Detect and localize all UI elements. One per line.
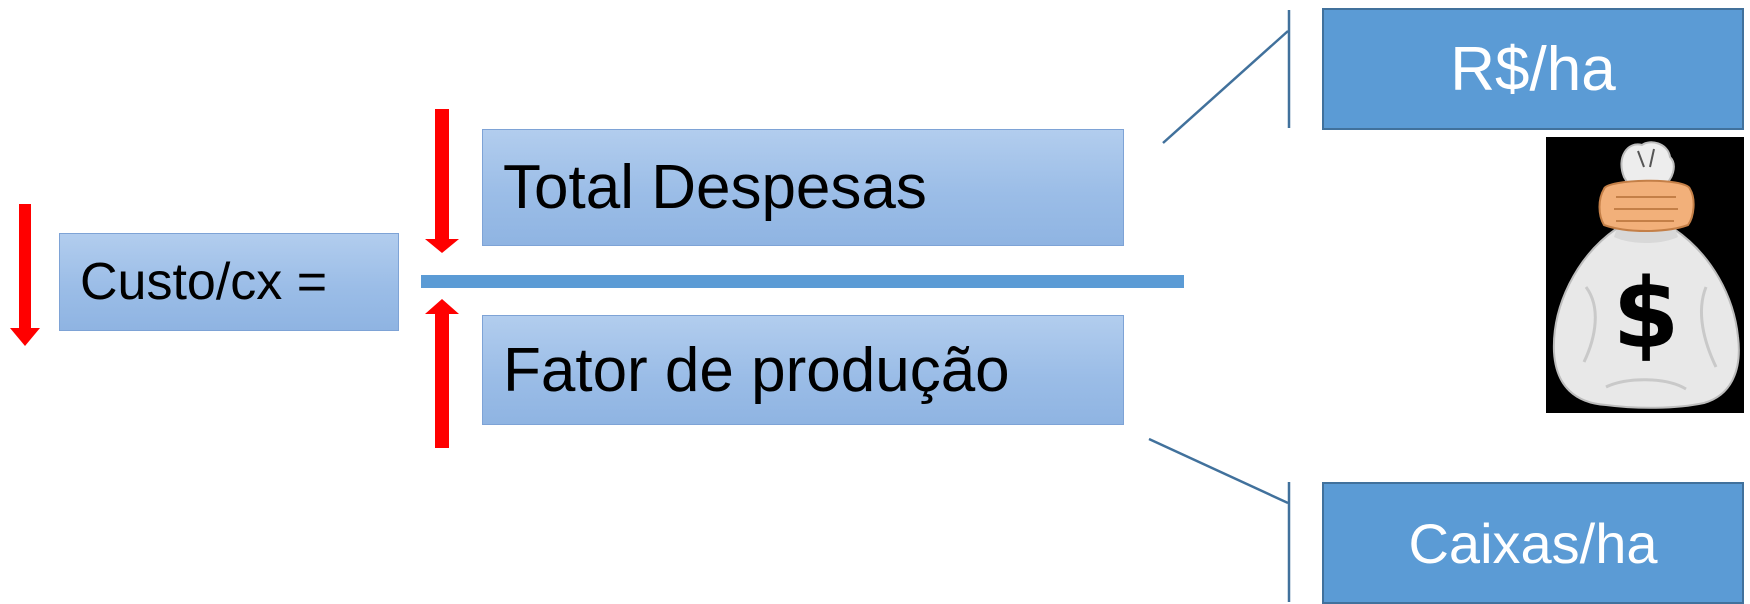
fraction-bar — [421, 275, 1184, 288]
dollar-sign-icon: $ — [1613, 258, 1680, 370]
connector-numerator-unit — [1162, 30, 1289, 144]
numerator-label: Total Despesas — [503, 153, 927, 222]
denominator-box: Fator de produção — [482, 315, 1124, 425]
numerator-unit-box: R$/ha — [1322, 8, 1744, 130]
connector-denominator-unit — [1148, 437, 1289, 505]
lhs-label: Custo/cx = — [80, 253, 328, 311]
numerator-unit-label: R$/ha — [1450, 34, 1616, 104]
down-arrow-icon — [425, 109, 459, 253]
lhs-custo-box: Custo/cx = — [59, 233, 399, 331]
denominator-label: Fator de produção — [503, 335, 1010, 405]
money-bag-icon: $ — [1546, 137, 1744, 413]
denominator-unit-box: Caixas/ha — [1322, 482, 1744, 604]
numerator-box: Total Despesas — [482, 129, 1124, 246]
up-arrow-icon — [425, 299, 459, 448]
down-arrow-icon — [10, 204, 40, 346]
denominator-unit-label: Caixas/ha — [1408, 511, 1658, 575]
